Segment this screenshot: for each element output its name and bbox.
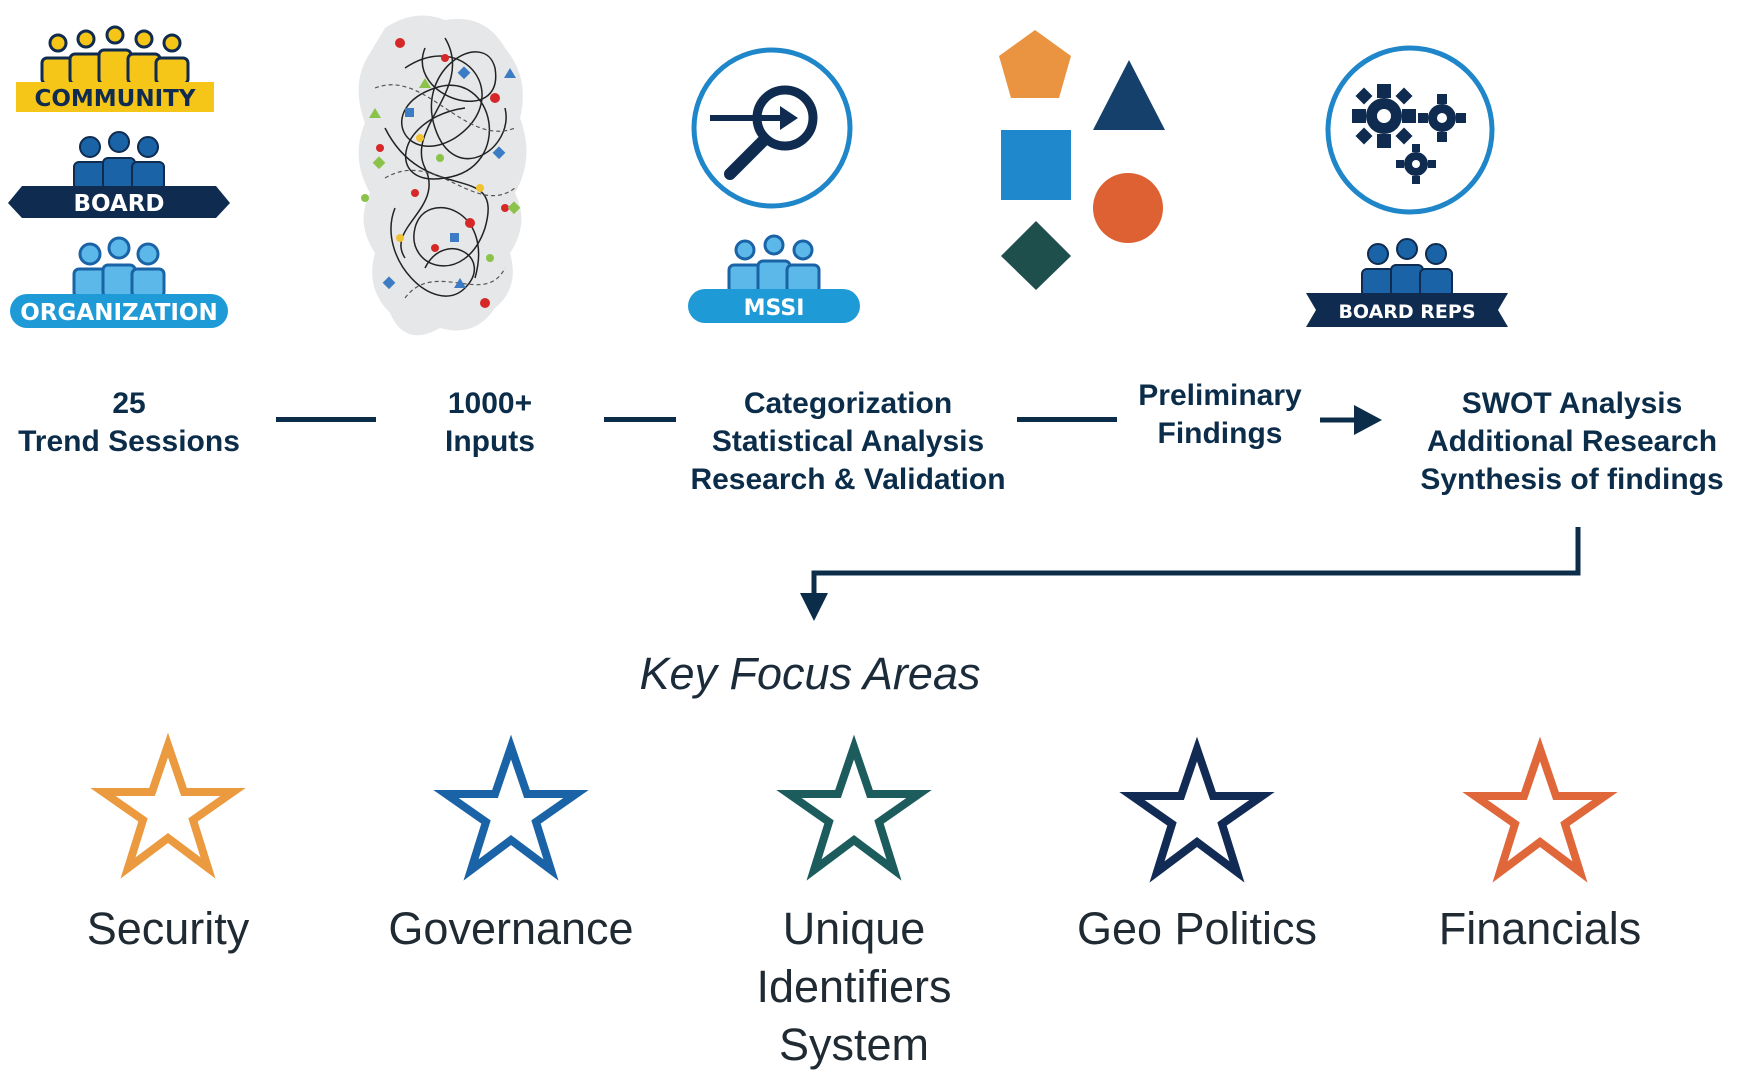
- mssi-people-icon: [727, 234, 821, 295]
- star-icon: [1119, 736, 1275, 883]
- focus-area-unique-identifiers-system: Unique Identifiers System: [756, 903, 952, 1070]
- organization-badge: ORGANIZATION: [10, 236, 228, 328]
- connector-line: [1017, 417, 1117, 422]
- organization-badge-text: ORGANIZATION: [20, 300, 218, 326]
- focus-area-geo-politics: Geo Politics: [1076, 903, 1318, 954]
- board-reps-people-icon: [1361, 238, 1453, 298]
- community-badge: COMMUNITY: [16, 25, 214, 112]
- focus-area-security: Security: [86, 903, 250, 954]
- stage-label-preliminary-findings: Preliminary Findings: [1138, 379, 1302, 450]
- shapes-cluster-icon: [999, 30, 1165, 290]
- connector-line: [276, 417, 376, 422]
- square-shape: [1001, 130, 1071, 200]
- star-icon: [776, 734, 932, 881]
- board-reps-badge-text: BOARD REPS: [1338, 301, 1475, 323]
- connector-line: [604, 417, 676, 422]
- star-icon: [90, 732, 246, 879]
- mssi-badge: MSSI: [688, 234, 860, 323]
- triangle-shape: [1093, 60, 1165, 130]
- key-focus-areas-title: Key Focus Areas: [639, 648, 981, 699]
- magnifier-arrow-icon: [691, 47, 853, 209]
- focus-area-financials: Financials: [1438, 903, 1642, 954]
- stage-label-trend-sessions: 25 Trend Sessions: [18, 387, 240, 458]
- board-reps-badge: BOARD REPS: [1306, 238, 1508, 327]
- star-icon: [1462, 736, 1618, 883]
- community-badge-text: COMMUNITY: [34, 86, 195, 112]
- elbow-arrow-down: [800, 527, 1581, 621]
- gears-icon: [1325, 45, 1495, 215]
- scribble-network-icon: [358, 15, 527, 336]
- organization-people-icon: [72, 236, 166, 299]
- circle-shape: [1093, 173, 1163, 243]
- star-icon: [433, 734, 589, 881]
- community-people-icon: [40, 25, 190, 86]
- stage-label-inputs: 1000+ Inputs: [445, 387, 535, 458]
- board-badge: BOARD: [8, 131, 230, 218]
- stage-label-swot: SWOT Analysis Additional Research Synthe…: [1420, 387, 1724, 496]
- diamond-shape: [1001, 221, 1071, 290]
- board-people-icon: [73, 131, 165, 191]
- board-badge-text: BOARD: [73, 191, 164, 217]
- mssi-badge-text: MSSI: [744, 296, 805, 321]
- stage-label-categorization: Categorization Statistical Analysis Rese…: [690, 387, 1006, 496]
- arrow-right-icon: [1320, 405, 1382, 435]
- focus-area-governance: Governance: [388, 903, 634, 954]
- pentagon-shape: [999, 30, 1071, 98]
